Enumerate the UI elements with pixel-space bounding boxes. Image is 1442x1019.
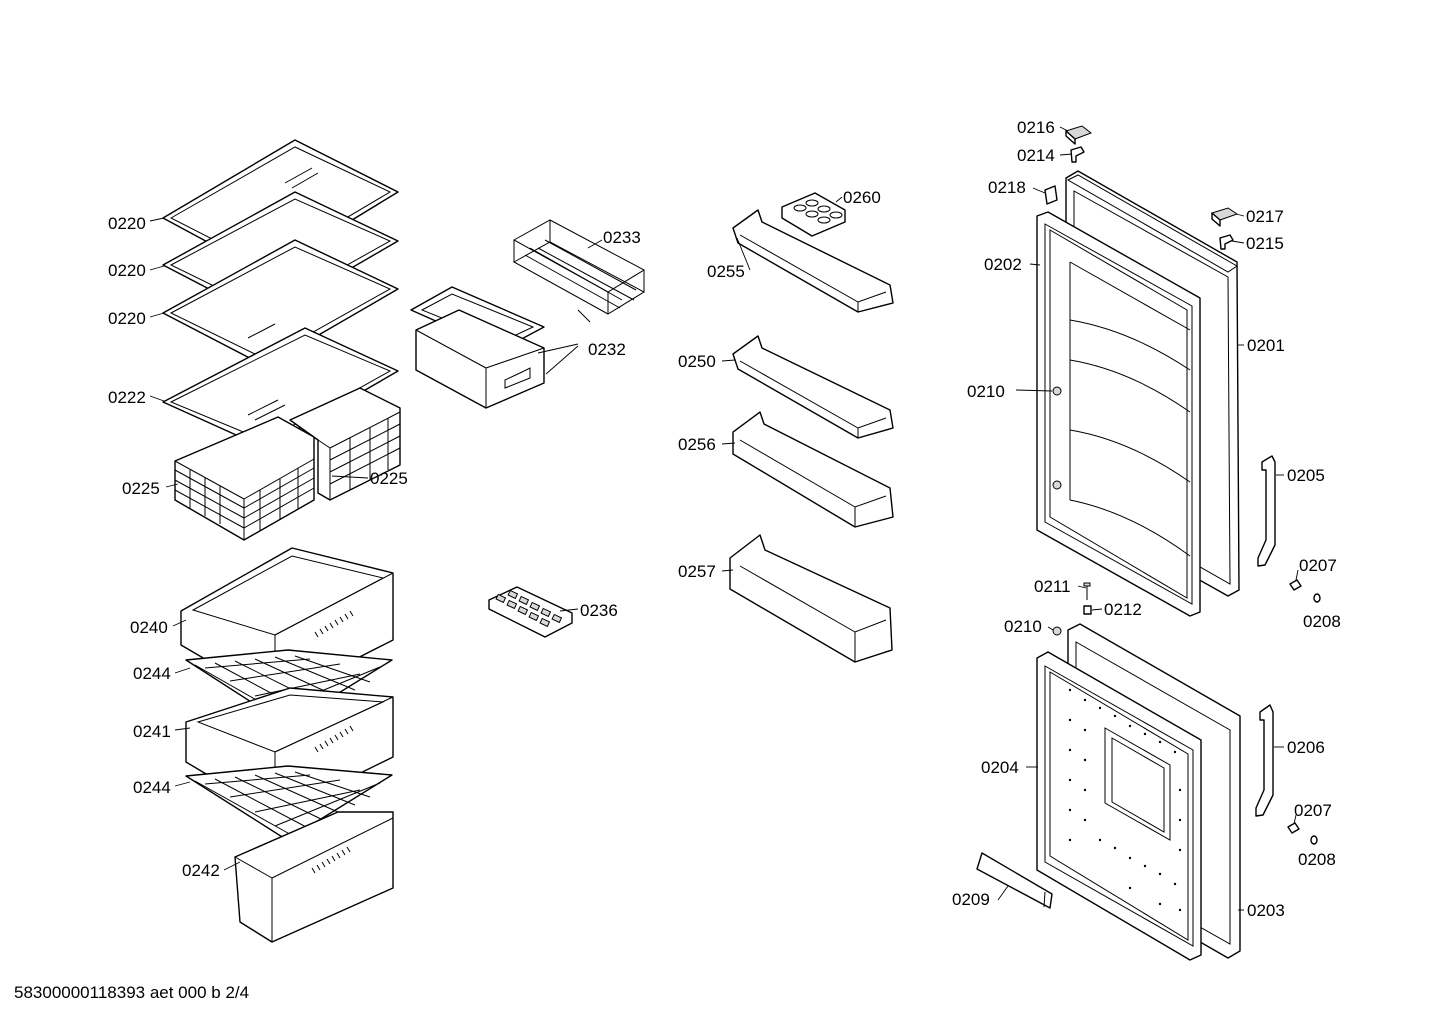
label-0241[interactable]: 0241 — [133, 722, 171, 741]
cap-0208-lower[interactable] — [1310, 835, 1318, 845]
seal-plug-0218[interactable] — [1044, 185, 1058, 205]
drawer-0242[interactable] — [234, 811, 394, 943]
door-gasket-0204[interactable] — [1036, 651, 1202, 961]
handle-0206[interactable] — [1255, 704, 1274, 817]
label-0207-upper[interactable]: 0207 — [1299, 556, 1337, 575]
screw-0210-upper[interactable] — [1052, 386, 1062, 490]
label-0203[interactable]: 0203 — [1247, 901, 1285, 920]
label-0210-upper[interactable]: 0210 — [967, 382, 1005, 401]
label-0260[interactable]: 0260 — [843, 188, 881, 207]
label-0244-upper[interactable]: 0244 — [133, 664, 171, 683]
hinge-cap-0217[interactable] — [1210, 207, 1239, 227]
door-bin-0255[interactable] — [732, 209, 894, 313]
label-0215[interactable]: 0215 — [1246, 234, 1284, 253]
label-0233[interactable]: 0233 — [603, 228, 641, 247]
label-0240[interactable]: 0240 — [130, 618, 168, 637]
hinge-cap-0216[interactable] — [1065, 125, 1093, 145]
door-bin-0257[interactable] — [729, 534, 893, 663]
label-0210-lower[interactable]: 0210 — [1004, 617, 1042, 636]
document-footer: 58300000118393 aet 000 b 2/4 — [14, 983, 249, 1002]
freezer-tray-0232[interactable] — [410, 286, 545, 409]
wire-rack-0244-lower[interactable] — [185, 765, 393, 841]
hinge-pin-0215[interactable] — [1219, 234, 1234, 250]
door-gasket-0202[interactable] — [1036, 211, 1201, 617]
label-0214[interactable]: 0214 — [1017, 146, 1055, 165]
label-0256[interactable]: 0256 — [678, 435, 716, 454]
door-bin-0256[interactable] — [732, 411, 894, 528]
cap-0212[interactable] — [1083, 605, 1092, 615]
ice-cube-tray-0236[interactable] — [488, 586, 573, 638]
wire-rack-0244-upper[interactable] — [185, 649, 393, 726]
glass-shelf-0220-lower[interactable] — [162, 239, 399, 367]
label-0205[interactable]: 0205 — [1287, 466, 1325, 485]
label-0212[interactable]: 0212 — [1104, 600, 1142, 619]
label-0220-lower[interactable]: 0220 — [108, 309, 146, 328]
wire-basket-0225-rear[interactable] — [289, 387, 401, 501]
screw-0211[interactable] — [1083, 582, 1091, 600]
egg-tray-0260[interactable] — [781, 192, 846, 237]
screw-0207-lower[interactable] — [1287, 822, 1300, 834]
label-0206[interactable]: 0206 — [1287, 738, 1325, 757]
label-0220-middle[interactable]: 0220 — [108, 261, 146, 280]
label-0202[interactable]: 0202 — [984, 255, 1022, 274]
label-0236[interactable]: 0236 — [580, 601, 618, 620]
label-0257[interactable]: 0257 — [678, 562, 716, 581]
label-0204[interactable]: 0204 — [981, 758, 1019, 777]
label-0208-upper[interactable]: 0208 — [1303, 612, 1341, 631]
label-0216[interactable]: 0216 — [1017, 118, 1055, 137]
label-0207-lower[interactable]: 0207 — [1294, 801, 1332, 820]
leader-lines — [149, 126, 1299, 911]
label-0225-rear[interactable]: 0225 — [370, 469, 408, 488]
label-0217[interactable]: 0217 — [1246, 207, 1284, 226]
label-0250[interactable]: 0250 — [678, 352, 716, 371]
hinge-pin-0214[interactable] — [1070, 146, 1085, 163]
label-0225-front[interactable]: 0225 — [122, 479, 160, 498]
screw-0210-lower[interactable] — [1052, 626, 1062, 636]
label-0242[interactable]: 0242 — [182, 861, 220, 880]
part-labels: 0220 0220 0220 0222 0225 0225 0233 0232 … — [108, 118, 1341, 920]
cover-strip-0209[interactable] — [976, 852, 1053, 909]
label-0255[interactable]: 0255 — [707, 262, 745, 281]
screw-0207-upper[interactable] — [1289, 579, 1302, 591]
label-0211[interactable]: 0211 — [1034, 577, 1071, 596]
door-bin-0250[interactable] — [732, 335, 894, 439]
label-0209[interactable]: 0209 — [952, 890, 990, 909]
label-0244-lower[interactable]: 0244 — [133, 778, 171, 797]
wire-shelf-0233[interactable] — [512, 219, 646, 323]
label-0208-lower[interactable]: 0208 — [1298, 850, 1336, 869]
label-0201[interactable]: 0201 — [1247, 336, 1285, 355]
cap-0208-upper[interactable] — [1313, 593, 1321, 603]
wire-basket-0225-front[interactable] — [174, 416, 315, 541]
label-0232[interactable]: 0232 — [588, 340, 626, 359]
label-0220-top[interactable]: 0220 — [108, 214, 146, 233]
glass-shelf-0222[interactable] — [162, 327, 399, 449]
handle-0205[interactable] — [1257, 455, 1276, 567]
label-0218[interactable]: 0218 — [988, 178, 1026, 197]
label-0222[interactable]: 0222 — [108, 388, 146, 407]
